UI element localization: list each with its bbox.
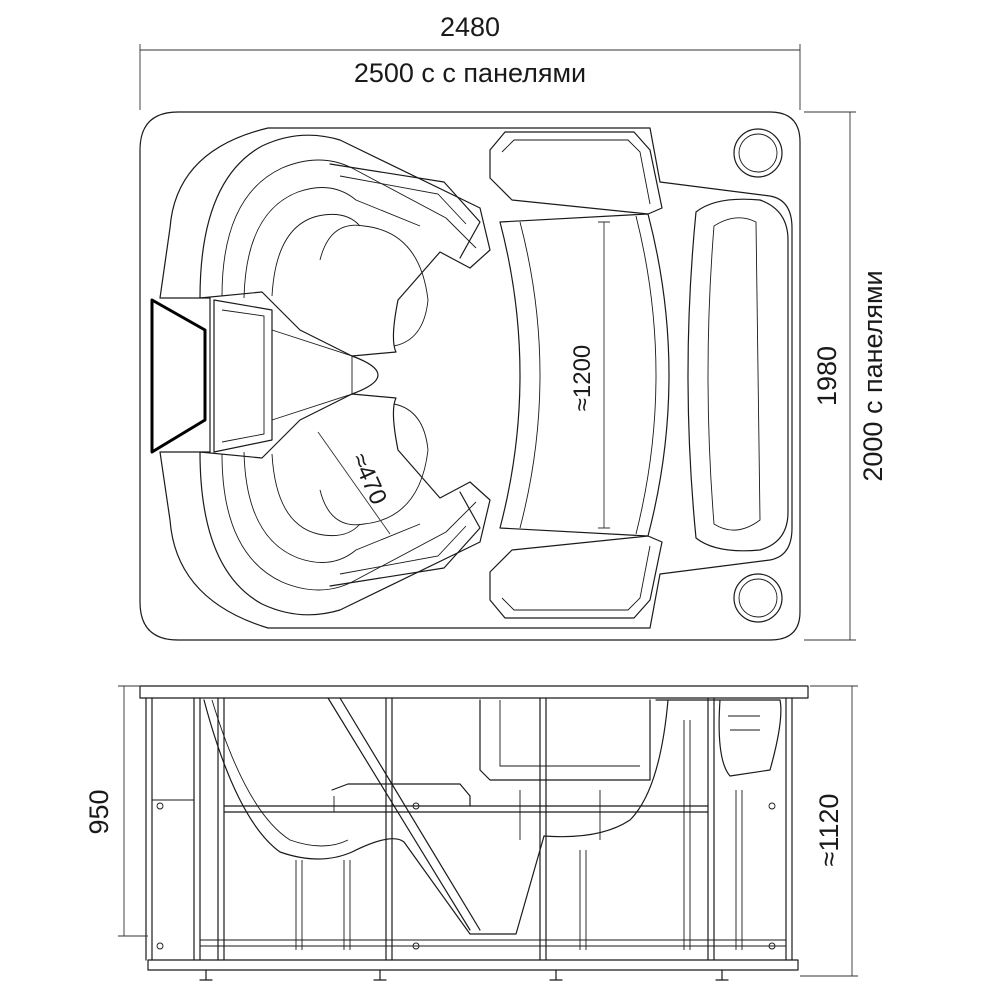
label-seat-radius: ≈470	[346, 449, 392, 509]
side-rim	[139, 685, 809, 699]
dim-height-line	[118, 685, 148, 937]
label-depth: 1980	[812, 346, 842, 406]
side-pillow	[655, 699, 782, 777]
tub-outer-rim	[139, 111, 801, 641]
side-seat-step	[331, 783, 471, 807]
adjustable-feet	[199, 969, 729, 981]
label-width: 2480	[440, 12, 500, 42]
label-width-panels: 2500 с с панелями	[354, 58, 586, 88]
seat-upper	[199, 134, 491, 357]
tub-basin-outline	[159, 127, 793, 629]
dim-1200-line	[598, 221, 610, 529]
label-height-total: ≈1120	[814, 794, 844, 867]
drain-top	[733, 128, 783, 178]
footrest-right	[687, 198, 789, 552]
dim-width-line	[139, 44, 801, 110]
dim-depth-line	[804, 111, 856, 641]
dim-470-line	[317, 431, 391, 535]
headrest-left	[150, 298, 207, 454]
label-height: 950	[84, 789, 114, 834]
seat-lower	[199, 393, 491, 616]
frame-bolts	[156, 802, 776, 950]
frame-uprights	[145, 697, 793, 961]
headrest-wedge	[213, 299, 273, 453]
side-back-slope	[327, 697, 481, 931]
armrest-lower	[489, 535, 663, 619]
side-view	[118, 685, 858, 981]
label-depth-panels: 2000 с панелями	[858, 270, 888, 481]
top-view	[139, 44, 856, 641]
side-armrest	[479, 699, 651, 781]
dim-total-height-line	[800, 685, 858, 977]
side-shell-profile	[203, 699, 669, 935]
basin-floor	[499, 213, 670, 537]
side-base	[147, 959, 799, 971]
frame-rails	[152, 799, 786, 947]
drain-bottom	[733, 573, 783, 623]
label-inner-length: ≈1200	[569, 345, 596, 412]
armrest-upper	[489, 131, 663, 215]
